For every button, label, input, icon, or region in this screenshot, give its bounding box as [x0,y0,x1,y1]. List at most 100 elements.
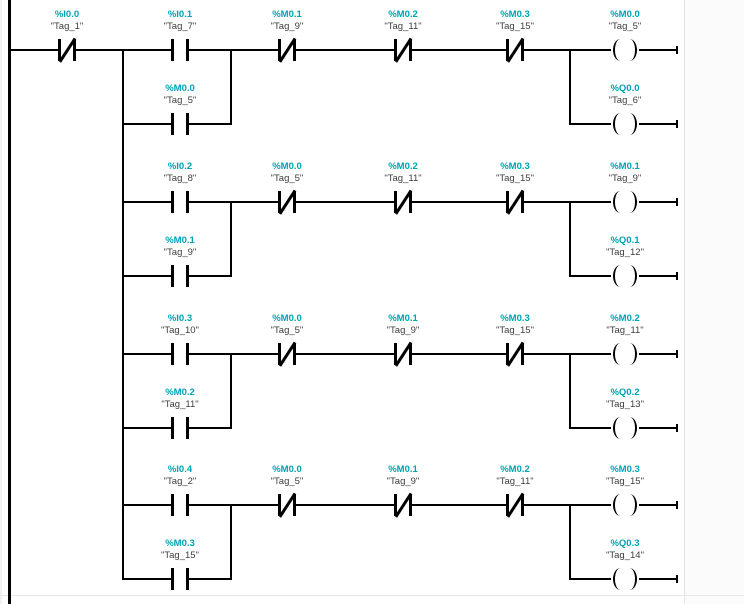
operand-address[interactable]: %M0.1 [610,161,640,172]
operand-address[interactable]: %M0.2 [388,161,418,172]
operand-tag[interactable]: "Tag_5" [270,325,304,336]
rung-end-tick [676,575,678,583]
output-coil[interactable] [611,568,639,590]
contact-no[interactable] [171,343,189,365]
branch-close-line [230,504,232,580]
operand-address[interactable]: %M0.0 [272,161,302,172]
operand-address[interactable]: %M0.0 [272,313,302,324]
operand-tag[interactable]: "Tag_7" [163,21,197,32]
operand-address[interactable]: %M0.3 [500,313,530,324]
contact-nc[interactable] [394,341,412,367]
contact-no[interactable] [171,568,189,590]
operand-tag[interactable]: "Tag_11" [384,173,422,184]
operand-address[interactable]: %M0.1 [165,235,195,246]
contact-nc[interactable] [394,492,412,518]
operand-address[interactable]: %M0.1 [272,9,302,20]
operand-address[interactable]: %M0.3 [165,538,195,549]
contact-nc[interactable] [394,189,412,215]
contact-nc[interactable] [278,37,296,63]
nc-slash-icon [278,37,296,63]
operand-address[interactable]: %I0.1 [167,9,193,20]
operand-address[interactable]: %M0.2 [165,387,195,398]
operand-address[interactable]: %M0.1 [388,313,418,324]
contact-no[interactable] [171,39,189,61]
operand-tag[interactable]: "Tag_9" [386,476,420,487]
contact-nc[interactable] [58,37,76,63]
contact-no[interactable] [171,494,189,516]
operand-tag[interactable]: "Tag_13" [606,399,644,410]
output-coil[interactable] [611,113,639,135]
operand-address[interactable]: %I0.3 [167,313,193,324]
operand-address[interactable]: %I0.4 [167,464,193,475]
operand-address[interactable]: %M0.0 [610,9,640,20]
operand-tag[interactable]: "Tag_9" [608,173,642,184]
output-coil[interactable] [611,494,639,516]
operand-tag[interactable]: "Tag_11" [384,21,422,32]
operand-tag[interactable]: "Tag_15" [496,173,534,184]
contact-no[interactable] [171,265,189,287]
coil-branch-line [569,353,571,429]
output-coil[interactable] [611,417,639,439]
operand-address[interactable]: %Q0.3 [610,538,640,549]
contact-nc[interactable] [278,341,296,367]
left-power-rail [8,0,11,604]
operand-address[interactable]: %Q0.2 [610,387,640,398]
output-coil[interactable] [611,191,639,213]
output-coil[interactable] [611,39,639,61]
coil-paren-right [627,113,637,135]
operand-address[interactable]: %M0.3 [500,9,530,20]
operand-tag[interactable]: "Tag_5" [270,173,304,184]
contact-nc[interactable] [394,37,412,63]
operand-address[interactable]: %I0.0 [54,9,80,20]
branch-close-line [230,201,232,277]
operand-tag[interactable]: "Tag_15" [496,21,534,32]
operand-tag[interactable]: "Tag_5" [163,95,197,106]
operand-tag[interactable]: "Tag_11" [496,476,534,487]
operand-tag[interactable]: "Tag_1" [50,21,84,32]
contact-no[interactable] [171,191,189,213]
contact-nc[interactable] [278,189,296,215]
operand-tag[interactable]: "Tag_10" [161,325,199,336]
operand-tag[interactable]: "Tag_5" [608,21,642,32]
nc-slash-icon [278,189,296,215]
operand-tag[interactable]: "Tag_6" [608,95,642,106]
operand-address[interactable]: %M0.2 [500,464,530,475]
coil-paren-right [627,417,637,439]
contact-no[interactable] [171,113,189,135]
operand-address[interactable]: %I0.2 [167,161,193,172]
operand-tag[interactable]: "Tag_14" [606,550,644,561]
operand-tag[interactable]: "Tag_2" [163,476,197,487]
contact-nc[interactable] [506,341,524,367]
operand-tag[interactable]: "Tag_9" [386,325,420,336]
operand-tag[interactable]: "Tag_15" [161,550,199,561]
operand-tag[interactable]: "Tag_8" [163,173,197,184]
contact-no[interactable] [171,417,189,439]
operand-tag[interactable]: "Tag_9" [163,247,197,258]
contact-nc[interactable] [506,37,524,63]
operand-address[interactable]: %M0.0 [165,83,195,94]
operand-address[interactable]: %M0.0 [272,464,302,475]
operand-address[interactable]: %Q0.1 [610,235,640,246]
operand-address[interactable]: %M0.2 [388,9,418,20]
operand-tag[interactable]: "Tag_11" [606,325,644,336]
rung-line [10,49,677,51]
contact-nc[interactable] [506,189,524,215]
operand-address[interactable]: %M0.3 [610,464,640,475]
operand-tag[interactable]: "Tag_9" [270,21,304,32]
output-coil[interactable] [611,343,639,365]
operand-address[interactable]: %M0.1 [388,464,418,475]
nc-slash-icon [394,37,412,63]
output-coil[interactable] [611,265,639,287]
operand-address[interactable]: %M0.2 [610,313,640,324]
operand-tag[interactable]: "Tag_11" [161,399,199,410]
operand-tag[interactable]: "Tag_12" [606,247,644,258]
operand-address[interactable]: %M0.3 [500,161,530,172]
contact-nc[interactable] [506,492,524,518]
contact-nc[interactable] [278,492,296,518]
operand-tag[interactable]: "Tag_15" [496,325,534,336]
operand-tag[interactable]: "Tag_15" [606,476,644,487]
nc-slash-icon [506,492,524,518]
operand-address[interactable]: %Q0.0 [610,83,640,94]
coil-paren-left [613,113,623,135]
operand-tag[interactable]: "Tag_5" [270,476,304,487]
